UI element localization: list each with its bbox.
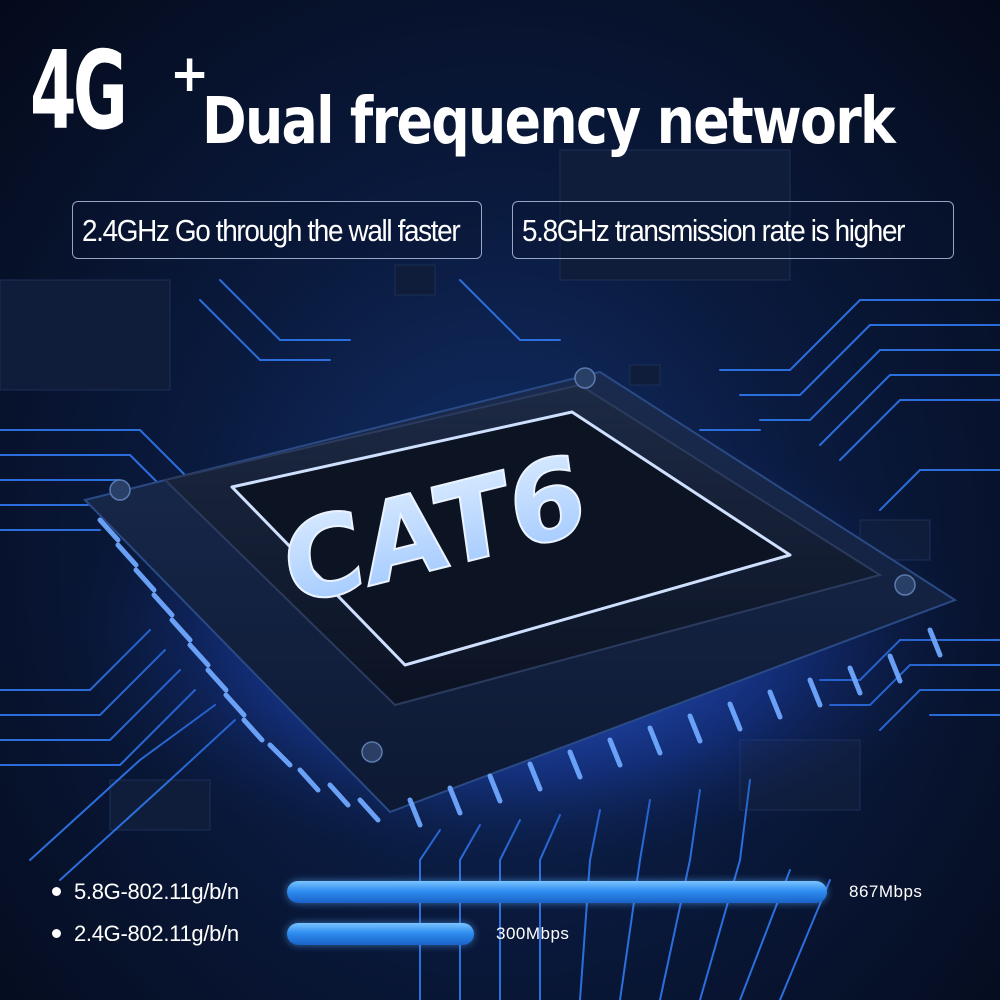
chip-screws [109, 367, 916, 763]
speed-bar-track [287, 923, 827, 945]
feature-label: 5.8GHz transmission rate is higher [522, 213, 905, 248]
feature-pill-2-4ghz: 2.4GHz Go through the wall faster [72, 201, 482, 259]
speed-bar-track [287, 881, 827, 903]
speed-value: 867Mbps [849, 882, 923, 901]
headline-title: Dual frequency network [202, 85, 896, 159]
speed-bar-fill [287, 923, 474, 945]
chip-label-frame [230, 410, 792, 667]
chip-pins [97, 517, 943, 828]
speed-row-label: 5.8G-802.11g/b/n [74, 879, 239, 904]
bullet-icon [52, 887, 61, 896]
headline-plus: + [170, 44, 210, 104]
feature-pill-5-8ghz: 5.8GHz transmission rate is higher [512, 201, 954, 259]
speed-row-2-4g: 2.4G-802.11g/b/n 300Mbps [52, 917, 952, 951]
speed-value: 300Mbps [496, 924, 570, 943]
speed-row-label: 2.4G-802.11g/b/n [74, 921, 239, 946]
speed-bar-fill [287, 881, 827, 903]
bullet-icon [52, 929, 61, 938]
feature-label: 2.4GHz Go through the wall faster [82, 213, 461, 248]
headline-4g: 4G [30, 29, 128, 154]
speed-row-5-8g: 5.8G-802.11g/b/n 867Mbps [52, 875, 952, 909]
